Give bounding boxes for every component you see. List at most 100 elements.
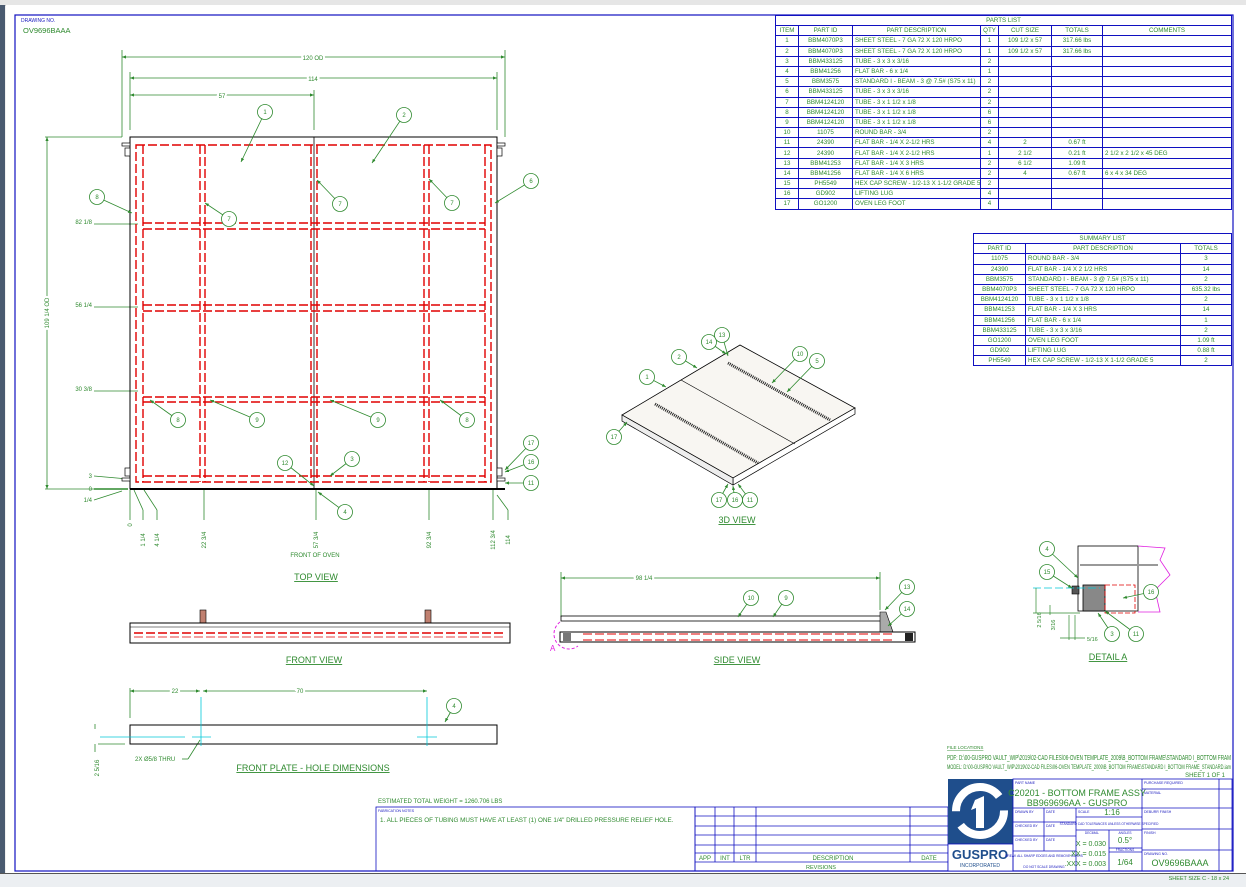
table-cell: SHEET STEEL - 7 GA 72 X 120 HRPO xyxy=(1025,283,1181,296)
table-cell: LIFTING LUG xyxy=(852,188,981,200)
table-cell: 3 xyxy=(1180,253,1232,265)
table-cell xyxy=(1051,96,1103,108)
table-cell: 5 xyxy=(775,76,799,88)
table-cell xyxy=(1051,198,1103,210)
table-cell: 2 xyxy=(775,45,799,57)
balloon-number: 14 xyxy=(904,607,911,613)
table-cell xyxy=(998,76,1052,88)
rev-header-date: DATE xyxy=(921,856,937,862)
ordinate-label: 57 3/4 xyxy=(314,531,320,548)
detail-dim-3: 5/16 xyxy=(1087,637,1098,643)
balloon-callout: 15 xyxy=(1039,564,1073,589)
table-cell: BBM41256 xyxy=(798,167,853,180)
table-cell: 1.09 ft xyxy=(1051,157,1103,169)
balloon-callout: 8 xyxy=(149,399,186,428)
table-cell: 15 xyxy=(775,177,799,190)
rev-header-int: INT xyxy=(720,856,730,862)
table-cell: FLAT BAR - 1/4 X 2 1/2 HRS xyxy=(1025,263,1181,275)
column-header: PART DESCRIPTION xyxy=(1025,243,1181,255)
table-cell: 0.88 ft xyxy=(1180,345,1232,357)
table-cell: 11 xyxy=(775,137,799,149)
table-cell: SHEET STEEL - 7 GA 72 X 120 HRPO xyxy=(852,35,981,47)
detail-a-view: 2 5/16 3/16 5/16 DETAIL A xyxy=(1033,545,1171,662)
side-view-title: SIDE VIEW xyxy=(714,655,761,665)
table-cell: OVEN LEG FOOT xyxy=(1025,334,1181,347)
table-cell xyxy=(1051,188,1103,200)
table-cell xyxy=(1102,65,1232,78)
table-cell xyxy=(998,106,1052,118)
table-cell: 24390 xyxy=(798,147,853,159)
viewer-side-strip xyxy=(0,5,5,873)
balloon-callout: 1 xyxy=(240,104,273,163)
date-label-3: DATE xyxy=(1046,838,1056,842)
title-block: GUSPRO INCORPORATED PART NAME C20201 - B… xyxy=(947,778,1233,872)
table-cell xyxy=(1051,127,1103,139)
table-cell: 14 xyxy=(775,167,799,180)
ordinate-label: 114 xyxy=(506,535,512,545)
section-marker-a: A xyxy=(550,644,556,653)
table-cell: 2 1/2 x 2 1/2 x 45 DEG xyxy=(1102,147,1232,159)
scale-note: DO NOT SCALE DRAWING xyxy=(1023,865,1065,869)
ordinate-label: 30 3/8 xyxy=(75,387,92,393)
table-cell: HEX CAP SCREW - 1/2-13 X 1-1/2 GRADE 5 xyxy=(1025,355,1181,367)
table-cell: 6 1/2 xyxy=(998,157,1052,169)
table-cell: 12 xyxy=(775,147,799,159)
table-cell: 24390 xyxy=(973,263,1026,275)
balloon-number: 16 xyxy=(732,498,739,504)
balloon-number: 1 xyxy=(645,375,649,381)
balloon-callout: 13 xyxy=(884,579,915,611)
table-cell: 6 xyxy=(980,116,999,129)
revisions-table xyxy=(694,806,949,872)
balloon-number: 2 xyxy=(402,113,406,119)
balloon-callout: 4 xyxy=(1039,541,1079,579)
balloon-callout: 9 xyxy=(772,590,794,618)
table-cell xyxy=(1102,137,1232,149)
table-cell: GO1200 xyxy=(973,334,1026,347)
table-cell: GD902 xyxy=(973,345,1026,357)
balloon-number: 13 xyxy=(719,333,726,339)
table-title-row: PARTS LIST xyxy=(775,14,1232,27)
table-cell xyxy=(1102,86,1232,98)
part-name-label: PART NAME xyxy=(1015,781,1036,785)
rev-header-description: DESCRIPTION xyxy=(812,856,853,862)
balloon-callout: 7 xyxy=(204,202,237,227)
table-cell xyxy=(998,188,1052,200)
finish-label: FINISH xyxy=(1144,831,1156,835)
balloon-callout: 17 xyxy=(606,421,628,445)
table-cell: 11075 xyxy=(973,253,1026,265)
balloon-callout: 10 xyxy=(737,590,759,618)
balloon-callout: 7 xyxy=(428,178,460,211)
table-cell: 0.67 ft xyxy=(1051,167,1103,180)
table-cell: BBM4070P3 xyxy=(973,283,1026,296)
revisions-title: REVISIONS xyxy=(806,865,836,871)
table-cell: 8 xyxy=(775,106,799,118)
column-header: PART DESCRIPTION xyxy=(852,25,981,37)
tb-drawing-no: OV9696BAAA xyxy=(1151,858,1208,868)
balloon-callout: 14 xyxy=(701,334,727,355)
angle-tolerance: 0.5° xyxy=(1118,836,1132,845)
table-cell: 2 xyxy=(1180,294,1232,306)
drawn-by-label: DRAWN BY xyxy=(1015,810,1034,814)
balloon-number: 17 xyxy=(611,435,618,441)
balloon-callout: 13 xyxy=(714,327,730,357)
purchase-label: PURCHASE REQUIRED xyxy=(1144,781,1183,785)
ordinate-label: 92 3/4 xyxy=(427,531,433,548)
ordinate-label: 82 1/8 xyxy=(75,220,92,226)
table-title: PARTS LIST xyxy=(775,14,1232,27)
table-cell: 2 xyxy=(980,157,999,169)
front-view-title: FRONT VIEW xyxy=(286,655,343,665)
front-plate-title: FRONT PLATE - HOLE DIMENSIONS xyxy=(236,763,389,773)
ordinate-label: 112 3/4 xyxy=(491,530,497,550)
table-cell xyxy=(1051,86,1103,98)
